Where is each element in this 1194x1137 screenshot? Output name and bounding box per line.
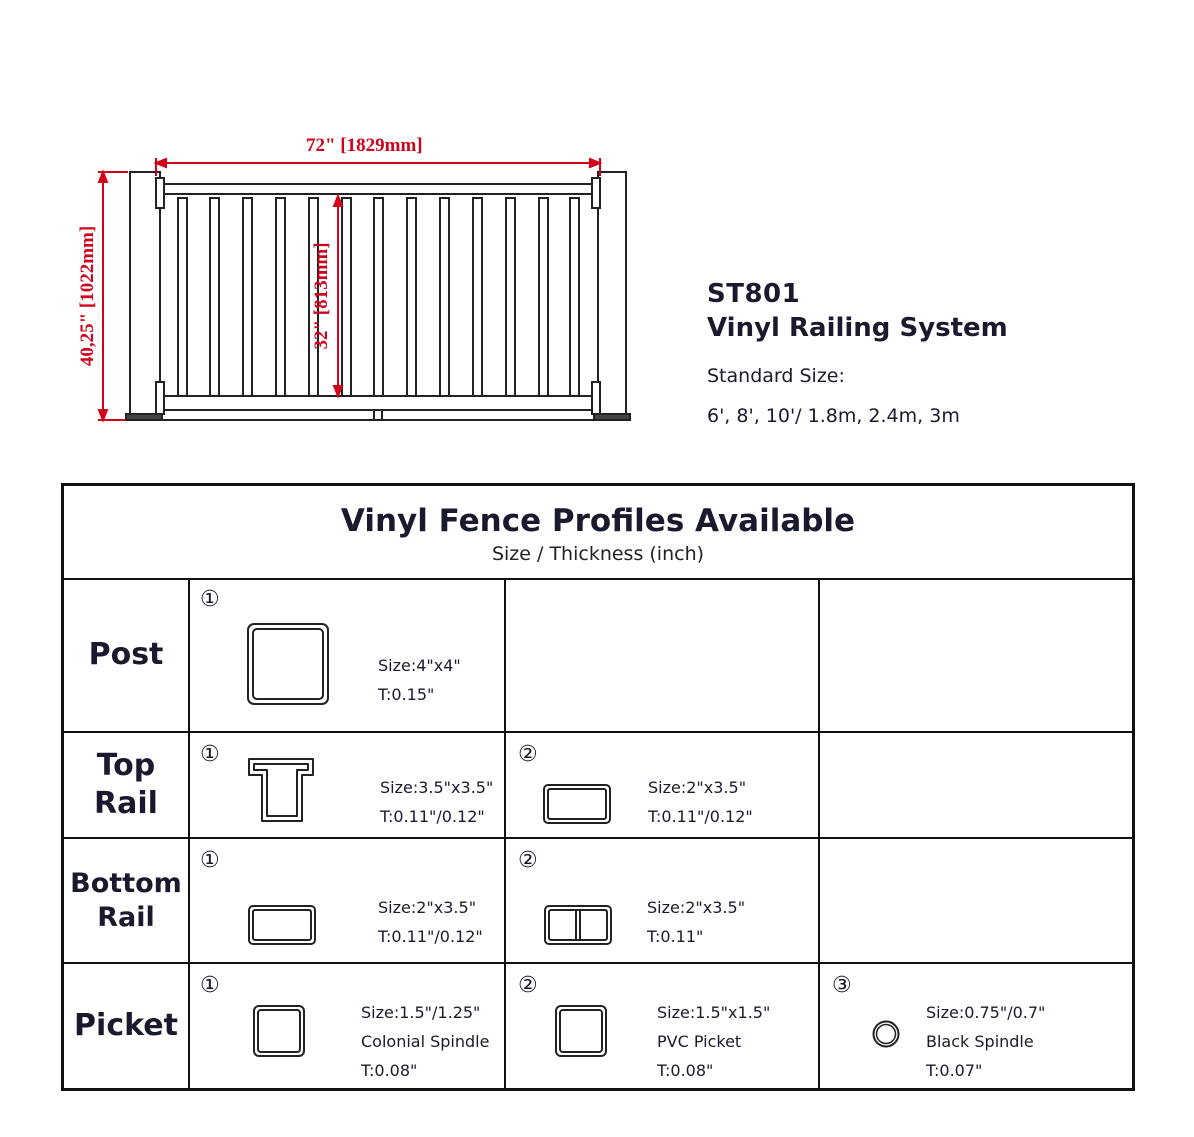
profile-spec: Size:3.5"x3.5" T:0.11"/0.12" (380, 778, 494, 826)
profile-cell: ① Size:1.5"/1.25" Colonial Spindle T:0.0… (188, 964, 506, 1088)
profile-cell: ① Size:4"x4" T:0.15" (188, 578, 506, 731)
width-dimension-label: 72" [1829mm] (306, 135, 423, 156)
profile-cell: ② Size:2"x3.5" T:0.11" (506, 839, 820, 962)
profile-spec: Size:2"x3.5" T:0.11"/0.12" (648, 778, 753, 826)
product-info: ST801 Vinyl Railing System Standard Size… (707, 278, 1008, 428)
option-number: ① (200, 742, 220, 767)
option-number: ① (200, 973, 220, 998)
picket-dimension-label: 32" [813mm] (311, 242, 332, 350)
row-label-post: Post (64, 578, 190, 731)
rect-rail-icon (543, 784, 611, 824)
square-picket-icon (253, 1005, 305, 1057)
profile-spec: Size:1.5"x1.5" PVC Picket T:0.08" (657, 1003, 771, 1080)
table-row-post: Post ① Size:4"x4" T:0.15" (64, 578, 1132, 733)
product-name: Vinyl Railing System (707, 313, 1008, 343)
standard-size-value: 6', 8', 10'/ 1.8m, 2.4m, 3m (707, 405, 960, 427)
standard-size-label: Standard Size: (707, 365, 845, 387)
table-header: Vinyl Fence Profiles Available Size / Th… (64, 486, 1132, 580)
profile-cell: ② Size:1.5"x1.5" PVC Picket T:0.08" (506, 964, 820, 1088)
railing-pickets (177, 197, 580, 397)
square-picket-icon (555, 1005, 607, 1057)
dimension-lines (97, 157, 603, 423)
profile-spec: Size:1.5"/1.25" Colonial Spindle T:0.08" (361, 1003, 490, 1080)
option-number: ① (200, 848, 220, 873)
railing-elevation-drawing (97, 157, 631, 423)
empty-cell (820, 839, 1132, 962)
table-row-picket: Picket ① Size:1.5"/1.25" Colonial Spindl… (64, 964, 1132, 1088)
profile-spec: Size:4"x4" T:0.15" (378, 656, 461, 704)
t-rail-icon (248, 758, 314, 822)
square-post-icon (247, 623, 329, 705)
option-number: ③ (832, 973, 852, 998)
option-number: ② (518, 973, 538, 998)
table-title: Vinyl Fence Profiles Available (340, 503, 856, 539)
table-subtitle: Size / Thickness (inch) (491, 543, 705, 565)
railing-frame (125, 171, 631, 421)
profiles-table: Vinyl Fence Profiles Available Size / Th… (61, 483, 1135, 1091)
product-code: ST801 (707, 279, 801, 309)
profile-spec: Size:2"x3.5" T:0.11"/0.12" (378, 898, 483, 946)
profile-spec: Size:0.75"/0.7" Black Spindle T:0.07" (926, 1003, 1046, 1080)
profile-cell: ① Size:2"x3.5" T:0.11"/0.12" (188, 839, 506, 962)
row-label-picket: Picket (64, 964, 190, 1088)
option-number: ① (200, 587, 220, 612)
round-spindle-icon (872, 1020, 900, 1048)
empty-cell (820, 578, 1132, 731)
profile-cell: ③ Size:0.75"/0.7" Black Spindle T:0.07" (820, 964, 1132, 1088)
height-dimension-label: 40,25" [1022mm] (77, 225, 98, 367)
profile-cell: ② Size:2"x3.5" T:0.11"/0.12" (506, 733, 820, 837)
option-number: ② (518, 742, 538, 767)
profile-spec: Size:2"x3.5" T:0.11" (647, 898, 746, 946)
option-number: ② (518, 848, 538, 873)
double-rect-rail-icon (544, 905, 612, 945)
rect-rail-icon (248, 905, 316, 945)
empty-cell (506, 578, 820, 731)
profile-cell: ① Size:3.5"x3.5" T:0.11"/0.12" (188, 733, 506, 837)
empty-cell (820, 733, 1132, 837)
